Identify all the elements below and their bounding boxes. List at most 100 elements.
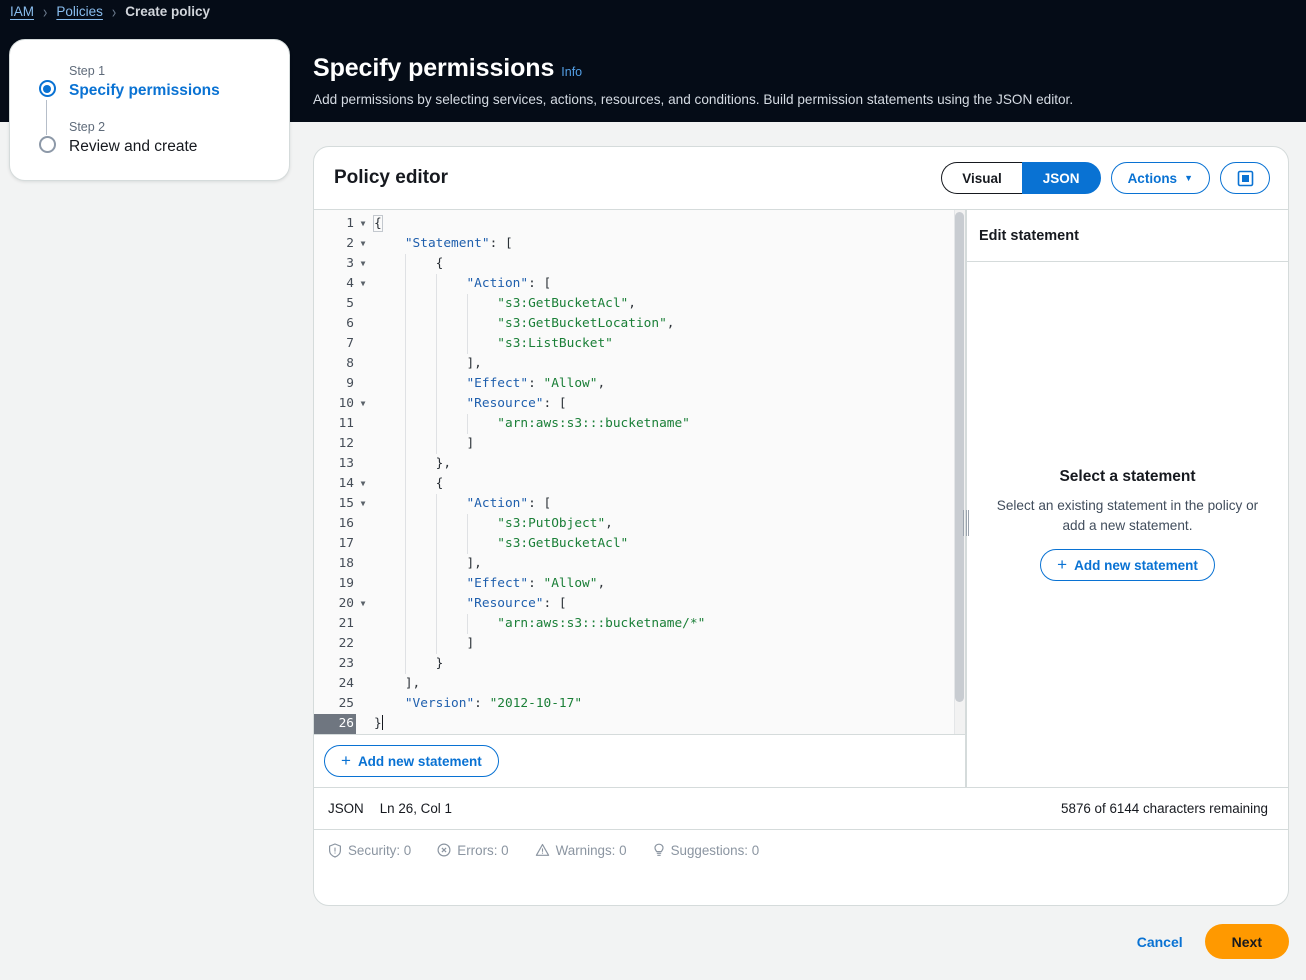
code-line[interactable]: 17 "s3:GetBucketAcl"	[314, 534, 965, 554]
editor-status-bar: JSON Ln 26, Col 1 5876 of 6144 character…	[314, 787, 1288, 829]
fold-arrow-icon[interactable]: ▼	[360, 239, 366, 248]
code-line[interactable]: 26}	[314, 714, 965, 734]
indent-guide	[405, 534, 406, 554]
stepper-step-title[interactable]: Specify permissions	[69, 81, 220, 99]
code-line[interactable]: 7 "s3:ListBucket"	[314, 334, 965, 354]
indent-guide	[405, 474, 406, 494]
line-number: 19	[338, 576, 354, 591]
line-number: 9	[346, 376, 354, 391]
splitter-grab-handle[interactable]	[963, 510, 969, 536]
code-line-text: },	[370, 454, 451, 474]
fold-arrow-icon[interactable]: ▼	[360, 219, 366, 228]
code-line[interactable]: 24 ],	[314, 674, 965, 694]
code-line[interactable]: 1▼{	[314, 214, 965, 234]
code-line[interactable]: 16 "s3:PutObject",	[314, 514, 965, 534]
json-editor-pane: 1▼{2▼ "Statement": [3▼ {4▼ "Action": [5 …	[314, 210, 965, 787]
code-line[interactable]: 8 ],	[314, 354, 965, 374]
code-line[interactable]: 9 "Effect": "Allow",	[314, 374, 965, 394]
indent-guide	[436, 414, 437, 434]
indent-guide	[467, 314, 468, 334]
indent-guide	[436, 354, 437, 374]
code-line[interactable]: 18 ],	[314, 554, 965, 574]
add-new-statement-button-panel[interactable]: + Add new statement	[1040, 549, 1215, 582]
code-line[interactable]: 20▼ "Resource": [	[314, 594, 965, 614]
code-line[interactable]: 12 ]	[314, 434, 965, 454]
fold-arrow-icon[interactable]: ▼	[360, 279, 366, 288]
indent-guide	[436, 614, 437, 634]
code-line[interactable]: 5 "s3:GetBucketAcl",	[314, 294, 965, 314]
code-line-text: "s3:GetBucketAcl",	[370, 294, 636, 314]
code-line-text: {	[370, 474, 443, 494]
code-line[interactable]: 21 "arn:aws:s3:::bucketname/*"	[314, 614, 965, 634]
code-line-text: "Resource": [	[370, 594, 567, 614]
json-code-lines[interactable]: 1▼{2▼ "Statement": [3▼ {4▼ "Action": [5 …	[314, 210, 965, 734]
actions-button[interactable]: Actions ▼	[1110, 162, 1210, 194]
line-number: 17	[338, 536, 354, 551]
stepper-step-number: Step 1	[69, 64, 106, 78]
editor-mode-segmented-control[interactable]: Visual JSON	[941, 162, 1101, 194]
code-line-text: "Resource": [	[370, 394, 567, 414]
code-line[interactable]: 14▼ {	[314, 474, 965, 494]
plus-icon: +	[341, 751, 351, 770]
lint-errors[interactable]: Errors: 0	[437, 843, 509, 858]
stepper-step-title[interactable]: Review and create	[69, 137, 198, 155]
breadcrumb-item-policies[interactable]: Policies	[56, 4, 103, 19]
code-line[interactable]: 19 "Effect": "Allow",	[314, 574, 965, 594]
indent-guide	[405, 614, 406, 634]
stepper-step-specify-permissions[interactable]: Step 1 Specify permissions	[37, 62, 220, 102]
panel-toggle-button[interactable]	[1220, 162, 1270, 194]
shield-icon	[328, 842, 342, 858]
fold-arrow-icon[interactable]: ▼	[360, 599, 366, 608]
lint-warnings[interactable]: Warnings: 0	[535, 843, 627, 858]
json-code-scroll-area[interactable]: 1▼{2▼ "Statement": [3▼ {4▼ "Action": [5 …	[314, 210, 965, 734]
code-line[interactable]: 10▼ "Resource": [	[314, 394, 965, 414]
stepper-step-review-and-create[interactable]: Step 2 Review and create	[37, 118, 197, 158]
code-line[interactable]: 22 ]	[314, 634, 965, 654]
tab-visual[interactable]: Visual	[941, 162, 1022, 194]
code-line[interactable]: 3▼ {	[314, 254, 965, 274]
fold-arrow-icon[interactable]: ▼	[360, 479, 366, 488]
code-line-text: "arn:aws:s3:::bucketname/*"	[370, 614, 705, 634]
info-link[interactable]: Info	[561, 65, 583, 79]
indent-guide	[436, 594, 437, 614]
fold-arrow-icon[interactable]: ▼	[360, 399, 366, 408]
editor-splitter[interactable]	[963, 210, 969, 787]
line-number: 11	[338, 416, 354, 431]
indent-guide	[405, 414, 406, 434]
code-line[interactable]: 23 }	[314, 654, 965, 674]
line-number: 7	[346, 336, 354, 351]
editor-scrollbar-thumb[interactable]	[955, 212, 964, 702]
indent-guide	[405, 394, 406, 414]
code-line[interactable]: 11 "arn:aws:s3:::bucketname"	[314, 414, 965, 434]
code-line[interactable]: 25 "Version": "2012-10-17"	[314, 694, 965, 714]
indent-guide	[467, 614, 468, 634]
indent-guide	[436, 574, 437, 594]
code-line-text: "arn:aws:s3:::bucketname"	[370, 414, 690, 434]
stepper-radio-wrap	[37, 62, 57, 97]
code-line[interactable]: 6 "s3:GetBucketLocation",	[314, 314, 965, 334]
code-line[interactable]: 13 },	[314, 454, 965, 474]
line-number: 1	[346, 216, 354, 231]
code-line[interactable]: 4▼ "Action": [	[314, 274, 965, 294]
editor-vertical-scrollbar[interactable]	[954, 210, 965, 734]
code-line[interactable]: 2▼ "Statement": [	[314, 234, 965, 254]
indent-guide	[436, 434, 437, 454]
code-line-text: ],	[404, 676, 421, 691]
radio-selected-icon[interactable]	[38, 80, 56, 97]
code-line[interactable]: 15▼ "Action": [	[314, 494, 965, 514]
line-number: 2	[346, 236, 354, 251]
fold-arrow-icon[interactable]: ▼	[360, 499, 366, 508]
tab-json[interactable]: JSON	[1021, 162, 1101, 194]
indent-guide	[405, 294, 406, 314]
lint-security[interactable]: Security: 0	[328, 843, 411, 858]
indent-guide	[436, 374, 437, 394]
page-title: Specify permissions	[313, 54, 555, 82]
next-button[interactable]: Next	[1204, 924, 1289, 959]
add-new-statement-button-editor[interactable]: + Add new statement	[324, 745, 499, 777]
fold-arrow-icon[interactable]: ▼	[360, 259, 366, 268]
breadcrumb-item-iam[interactable]: IAM	[10, 4, 35, 19]
lint-suggestions[interactable]: Suggestions: 0	[653, 843, 759, 858]
status-left-group: JSON Ln 26, Col 1	[328, 801, 452, 816]
radio-unselected-icon[interactable]	[38, 136, 56, 153]
cancel-button[interactable]: Cancel	[1136, 933, 1183, 950]
